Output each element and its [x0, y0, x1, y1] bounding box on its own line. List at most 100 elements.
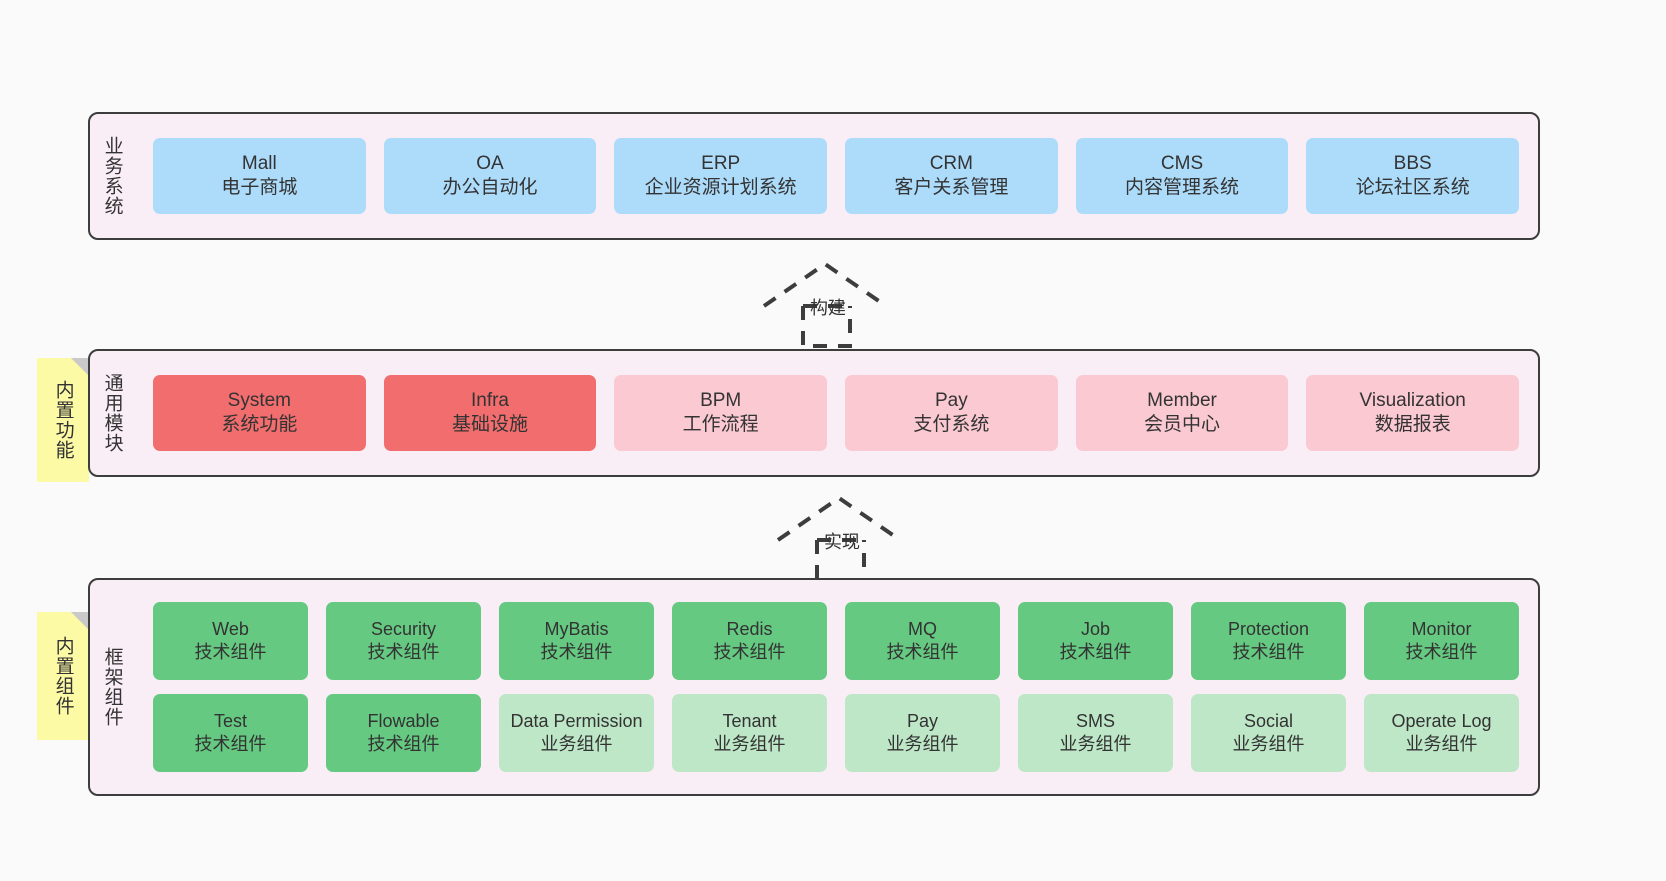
item-subtitle: 系统功能: [221, 414, 298, 435]
layer-business-systems: 业务系统 Mall 电子商城 OA 办公自动化 ERP 企业资源计划系统 CRM…: [88, 112, 1540, 240]
note-builtin-functions: 内置功能: [37, 358, 89, 482]
item-title: Flowable: [367, 710, 440, 731]
item-title: Redis: [726, 618, 773, 639]
item-subtitle: 技术组件: [194, 734, 267, 754]
item-title: Pay: [906, 710, 939, 731]
business-item-erp[interactable]: ERP 企业资源计划系统: [614, 138, 828, 214]
item-title: Protection: [1227, 618, 1310, 639]
connector-build-label: 构建: [810, 298, 846, 318]
item-subtitle: 企业资源计划系统: [644, 177, 797, 198]
item-subtitle: 数据报表: [1374, 414, 1451, 435]
module-item-member[interactable]: Member 会员中心: [1075, 375, 1289, 451]
item-title: Job: [1080, 618, 1111, 639]
framework-item-flowable[interactable]: Flowable 技术组件: [326, 694, 481, 772]
item-title: System: [227, 389, 292, 411]
framework-item-social[interactable]: Social 业务组件: [1191, 694, 1346, 772]
item-subtitle: 工作流程: [682, 414, 759, 435]
note-builtin-components: 内置组件: [37, 612, 89, 740]
item-title: BBS: [1393, 152, 1432, 174]
item-title: OA: [476, 152, 504, 174]
item-subtitle: 技术组件: [367, 642, 440, 662]
item-title: SMS: [1075, 710, 1115, 731]
note-label: 内置功能: [52, 380, 74, 460]
item-title: Visualization: [1359, 389, 1466, 411]
item-subtitle: 技术组件: [194, 642, 267, 662]
item-title: Test: [213, 710, 247, 731]
item-subtitle: 业务组件: [540, 734, 613, 754]
framework-item-job[interactable]: Job 技术组件: [1018, 602, 1173, 680]
business-item-mall[interactable]: Mall 电子商城: [153, 138, 366, 214]
framework-item-web[interactable]: Web 技术组件: [153, 602, 308, 680]
framework-item-test[interactable]: Test 技术组件: [153, 694, 308, 772]
item-title: Pay: [934, 389, 968, 411]
item-subtitle: 内容管理系统: [1125, 177, 1240, 198]
item-subtitle: 业务组件: [1232, 734, 1305, 754]
item-subtitle: 会员中心: [1144, 414, 1221, 435]
item-subtitle: 电子商城: [221, 177, 298, 198]
item-title: CRM: [929, 152, 973, 174]
item-subtitle: 论坛社区系统: [1355, 177, 1470, 198]
item-subtitle: 技术组件: [1232, 642, 1305, 662]
module-item-visualization[interactable]: Visualization 数据报表: [1306, 375, 1520, 451]
module-item-system[interactable]: System 系统功能: [153, 375, 366, 451]
framework-item-security[interactable]: Security 技术组件: [326, 602, 481, 680]
framework-row-biz: Test 技术组件 Flowable 技术组件 Data Permission …: [144, 694, 1528, 772]
item-title: Infra: [470, 389, 510, 411]
item-subtitle: 技术组件: [540, 642, 613, 662]
layer-framework-components: 框架组件 Web 技术组件 Security 技术组件 MyBatis 技术组件…: [88, 578, 1540, 796]
item-title: BPM: [700, 389, 742, 411]
item-title: ERP: [701, 152, 741, 174]
connector-build-arrow: 构建: [756, 258, 906, 350]
item-title: Security: [370, 618, 437, 639]
item-subtitle: 技术组件: [886, 642, 959, 662]
item-subtitle: 客户关系管理: [894, 177, 1009, 198]
layer-body-business: Mall 电子商城 OA 办公自动化 ERP 企业资源计划系统 CRM 客户关系…: [134, 114, 1538, 238]
item-subtitle: 基础设施: [452, 414, 529, 435]
framework-row-tech: Web 技术组件 Security 技术组件 MyBatis 技术组件 Redi…: [144, 602, 1528, 680]
note-label: 内置组件: [52, 636, 74, 716]
framework-grid: Web 技术组件 Security 技术组件 MyBatis 技术组件 Redi…: [144, 580, 1528, 794]
business-item-bbs[interactable]: BBS 论坛社区系统: [1306, 138, 1520, 214]
item-title: Monitor: [1411, 618, 1472, 639]
item-subtitle: 技术组件: [1405, 642, 1478, 662]
item-subtitle: 技术组件: [1059, 642, 1132, 662]
framework-item-data-permission[interactable]: Data Permission 业务组件: [499, 694, 654, 772]
business-item-oa[interactable]: OA 办公自动化: [383, 138, 597, 214]
layer-body-framework: Web 技术组件 Security 技术组件 MyBatis 技术组件 Redi…: [134, 580, 1538, 794]
module-item-pay[interactable]: Pay 支付系统: [845, 375, 1058, 451]
business-item-cms[interactable]: CMS 内容管理系统: [1075, 138, 1289, 214]
framework-item-operate-log[interactable]: Operate Log 业务组件: [1364, 694, 1519, 772]
module-item-bpm[interactable]: BPM 工作流程: [614, 375, 828, 451]
framework-item-tenant[interactable]: Tenant 业务组件: [672, 694, 827, 772]
item-title: Member: [1147, 389, 1217, 411]
item-title: MyBatis: [544, 618, 609, 639]
item-subtitle: 业务组件: [1405, 734, 1478, 754]
item-title: Mall: [241, 152, 277, 174]
item-title: Operate Log: [1391, 710, 1492, 731]
item-title: Web: [212, 618, 249, 639]
item-subtitle: 技术组件: [367, 734, 440, 754]
framework-item-pay[interactable]: Pay 业务组件: [845, 694, 1000, 772]
item-title: Tenant: [722, 710, 777, 731]
arrow-shaft-dashed: [801, 306, 852, 348]
layer-title-framework: 框架组件: [101, 647, 123, 727]
item-subtitle: 办公自动化: [442, 177, 538, 198]
framework-item-mq[interactable]: MQ 技术组件: [845, 602, 1000, 680]
item-subtitle: 业务组件: [713, 734, 786, 754]
item-subtitle: 技术组件: [713, 642, 786, 662]
item-subtitle: 业务组件: [1059, 734, 1132, 754]
framework-item-monitor[interactable]: Monitor 技术组件: [1364, 602, 1519, 680]
framework-item-sms[interactable]: SMS 业务组件: [1018, 694, 1173, 772]
connector-implement-label: 实现: [824, 532, 860, 552]
layer-title-modules: 通用模块: [101, 373, 123, 453]
layer-body-modules: System 系统功能 Infra 基础设施 BPM 工作流程 Pay 支付系统…: [134, 351, 1538, 475]
business-item-crm[interactable]: CRM 客户关系管理: [845, 138, 1058, 214]
module-item-infra[interactable]: Infra 基础设施: [383, 375, 597, 451]
framework-item-mybatis[interactable]: MyBatis 技术组件: [499, 602, 654, 680]
layer-common-modules: 通用模块 System 系统功能 Infra 基础设施 BPM 工作流程 Pay…: [88, 349, 1540, 477]
framework-item-protection[interactable]: Protection 技术组件: [1191, 602, 1346, 680]
item-subtitle: 支付系统: [913, 414, 990, 435]
connector-implement-arrow: 实现: [770, 492, 920, 584]
item-title: MQ: [908, 618, 937, 639]
framework-item-redis[interactable]: Redis 技术组件: [672, 602, 827, 680]
